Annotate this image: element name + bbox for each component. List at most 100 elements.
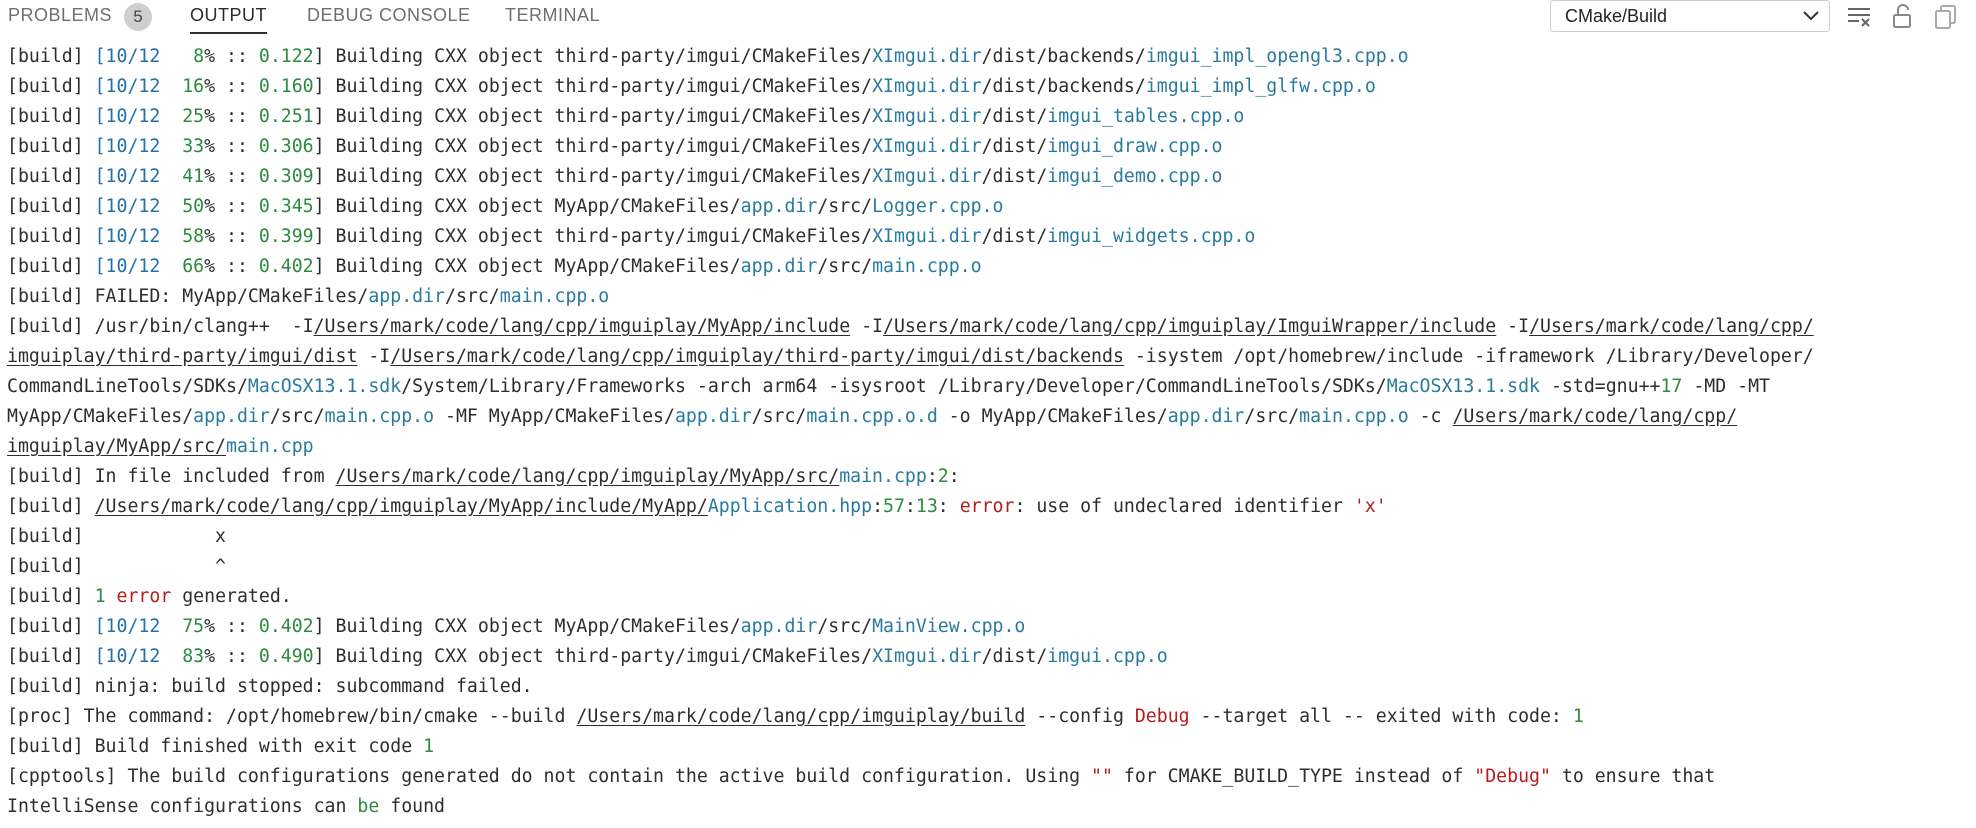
output-text: [10/12 [94, 166, 161, 187]
output-text: /dist/ [981, 106, 1048, 127]
output-text: --config [1025, 706, 1135, 727]
output-line: [build] [10/12 33% :: 0.306] Building CX… [7, 132, 1976, 162]
output-text: [10/12 [94, 136, 161, 157]
output-text: 0.402 [258, 616, 314, 637]
output-text: app.dir [193, 406, 270, 427]
output-text: error [116, 586, 172, 607]
output-line: IntelliSense configurations can be found [7, 792, 1976, 822]
output-text: [build] [7, 226, 95, 247]
output-text: 8 [193, 46, 205, 67]
output-text: ] Building CXX object third-party/imgui/… [313, 136, 873, 157]
output-text: -I [850, 316, 884, 337]
output-line: [build] ninja: build stopped: subcommand… [7, 672, 1976, 702]
tab-output[interactable]: OUTPUT [190, 0, 267, 34]
output-text: XImgui.dir [872, 226, 982, 247]
output-text: [10/12 [94, 106, 161, 127]
output-text: /dist/ [981, 166, 1048, 187]
output-text: [10/12 [94, 46, 161, 67]
output-text: [10/12 [94, 646, 161, 667]
output-text: -isystem /opt/homebrew/include -iframewo… [1123, 346, 1814, 367]
output-text: 0.160 [258, 76, 314, 97]
tab-label-debug-console: DEBUG CONSOLE [307, 5, 471, 25]
output-line: [build] ^ [7, 552, 1976, 582]
output-line: [cpptools] The build configurations gene… [7, 762, 1976, 792]
output-text: : [948, 466, 960, 487]
output-text: XImgui.dir [872, 106, 982, 127]
clear-output-icon[interactable] [1845, 2, 1873, 30]
output-text: [build] [7, 616, 95, 637]
output-text: ] Building CXX object MyApp/CMakeFiles/ [313, 616, 741, 637]
output-text: generated. [171, 586, 292, 607]
output-path-link[interactable]: /Users/mark/code/lang/cpp/ [1529, 316, 1814, 337]
output-text: /src/ [445, 286, 500, 307]
output-text [106, 586, 117, 607]
output-log[interactable]: [build] [10/12 8% :: 0.122] Building CXX… [7, 42, 1976, 822]
output-text: -MF MyApp/CMakeFiles/ [434, 406, 675, 427]
output-text: [build] [7, 586, 95, 607]
output-text: ] Building CXX object third-party/imgui/… [313, 226, 873, 247]
output-text: % :: [204, 166, 259, 187]
output-text: error [959, 496, 1015, 517]
output-text: -o MyApp/CMakeFiles/ [937, 406, 1168, 427]
output-text: 1 [94, 586, 106, 607]
output-text: -I [357, 346, 391, 367]
output-text: XImgui.dir [872, 136, 982, 157]
output-path-link[interactable]: imguiplay/third-party/imgui/dist [7, 346, 358, 367]
output-path-link[interactable]: imguiplay/MyApp/src/ [7, 436, 226, 457]
output-text: main.cpp.o [324, 406, 435, 427]
output-path-link[interactable]: /Users/mark/code/lang/cpp/imguiplay/MyAp… [313, 316, 851, 337]
output-text: /dist/backends/ [981, 46, 1146, 67]
output-text: for CMAKE_BUILD_TYPE instead of [1112, 766, 1475, 787]
output-text: XImgui.dir [872, 646, 982, 667]
output-text: 0.402 [258, 256, 314, 277]
output-text: [build] [7, 136, 95, 157]
output-text [160, 616, 182, 637]
output-line: [build] [10/12 75% :: 0.402] Building CX… [7, 612, 1976, 642]
output-line: [build] /usr/bin/clang++ -I/Users/mark/c… [7, 312, 1976, 342]
tab-debug-console[interactable]: DEBUG CONSOLE [307, 0, 471, 32]
output-text: ] Building CXX object third-party/imgui/… [313, 46, 873, 67]
output-text: MacOSX13.1.sdk [247, 376, 402, 397]
output-text: 1 [423, 736, 435, 757]
tab-label-terminal: TERMINAL [505, 5, 601, 25]
output-text: ^ [83, 556, 227, 577]
output-path-link[interactable]: /Users/mark/code/lang/cpp/imguiplay/Imgu… [883, 316, 1497, 337]
output-text: main.cpp.o [872, 256, 982, 277]
output-path-link[interactable]: /Users/mark/code/lang/cpp/imguiplay/thir… [390, 346, 1124, 367]
output-text [160, 166, 182, 187]
output-text: IntelliSense configurations can [7, 796, 358, 817]
output-text: [10/12 [94, 226, 161, 247]
tab-terminal[interactable]: TERMINAL [505, 0, 600, 32]
output-text: : [926, 466, 938, 487]
output-text: [build] [7, 46, 95, 67]
output-text: 75 [182, 616, 205, 637]
output-line: [build] 1 error generated. [7, 582, 1976, 612]
tab-problems[interactable]: PROBLEMS [8, 0, 112, 32]
output-path-link[interactable]: /Users/mark/code/lang/cpp/imguiplay/buil… [576, 706, 1026, 727]
output-channel-select[interactable]: CMake/Build [1550, 0, 1830, 32]
output-text: % :: [204, 106, 259, 127]
output-text: 0.399 [258, 226, 314, 247]
output-text [160, 256, 182, 277]
output-text [160, 76, 182, 97]
output-text: imgui_draw.cpp.o [1047, 136, 1223, 157]
output-path-link[interactable]: /Users/mark/code/lang/cpp/ [1452, 406, 1738, 427]
output-path-link[interactable]: /Users/mark/code/lang/cpp/imguiplay/MyAp… [94, 496, 708, 517]
output-text: [build] ninja: build stopped: subcommand… [7, 676, 533, 697]
output-text: 0.345 [258, 196, 314, 217]
panel-header: PROBLEMS 5 OUTPUT DEBUG CONSOLE TERMINAL… [0, 0, 1976, 34]
output-text: /src/ [817, 616, 873, 637]
lock-icon[interactable] [1888, 2, 1916, 30]
output-text: 0.122 [258, 46, 314, 67]
output-text: main.cpp.o [499, 286, 610, 307]
copy-icon[interactable] [1932, 2, 1960, 30]
output-line: [build] [10/12 83% :: 0.490] Building CX… [7, 642, 1976, 672]
output-text [160, 196, 182, 217]
output-text: /src/ [1244, 406, 1300, 427]
output-text: ] Building CXX object third-party/imgui/… [313, 106, 873, 127]
output-text: ] Building CXX object MyApp/CMakeFiles/ [313, 256, 741, 277]
output-text: Logger.cpp.o [872, 196, 1004, 217]
output-text: main.cpp [839, 466, 927, 487]
output-path-link[interactable]: /Users/mark/code/lang/cpp/imguiplay/MyAp… [335, 466, 840, 487]
output-text: 2 [937, 466, 949, 487]
